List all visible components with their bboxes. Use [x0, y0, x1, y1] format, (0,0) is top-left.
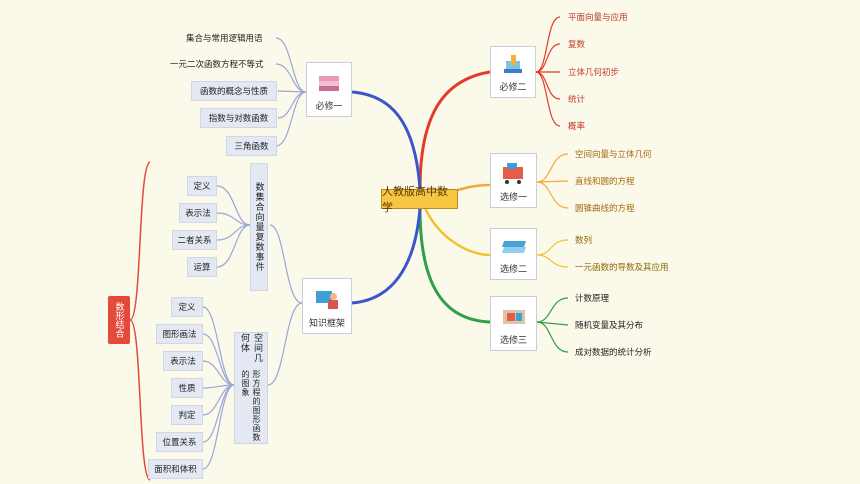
leaf-bixiu2-4[interactable]: 统计 — [568, 95, 586, 105]
teacher-icon — [314, 289, 340, 311]
leaf-g2-1[interactable]: 定义 — [171, 297, 203, 317]
leaf-bixiu1-1[interactable]: 集合与常用逻辑用语 — [186, 34, 263, 44]
books-icon — [500, 53, 526, 75]
node-zhishi[interactable]: 知识框架 — [302, 278, 352, 334]
node-xuanxiu3[interactable]: 选修三 — [490, 296, 537, 351]
side-label[interactable]: 数形结合 — [108, 296, 130, 344]
leaf-xuanxiu3-2[interactable]: 随机变量及其分布 — [575, 321, 644, 331]
leaf-label: 二者关系 — [177, 236, 212, 246]
leaf-g2-4[interactable]: 性质 — [171, 378, 203, 398]
leaf-label: 函数的概念与性质 — [199, 87, 268, 97]
books-icon — [316, 72, 342, 94]
shopping-icon — [501, 306, 527, 328]
leaf-label: 图形画法 — [162, 330, 197, 340]
leaf-g1-2[interactable]: 表示法 — [179, 203, 217, 223]
group-label-b: 形方程的图形函数的图象 — [241, 369, 261, 442]
node-label: 选修一 — [499, 193, 527, 203]
leaf-g2-3[interactable]: 表示法 — [163, 351, 203, 371]
leaf-g2-2[interactable]: 图形画法 — [156, 324, 203, 344]
node-label: 选修二 — [499, 265, 527, 275]
leaf-g1-4[interactable]: 运算 — [187, 257, 217, 277]
leaf-xuanxiu1-1[interactable]: 空间向量与立体几何 — [575, 150, 652, 160]
leaf-g2-5[interactable]: 判定 — [171, 405, 203, 425]
stacked-books-icon — [501, 235, 527, 257]
node-label: 知识框架 — [308, 319, 345, 329]
leaf-label: 表示法 — [185, 209, 211, 219]
leaf-bixiu2-1[interactable]: 平面向量与应用 — [568, 13, 628, 23]
leaf-xuanxiu3-1[interactable]: 计数原理 — [575, 294, 610, 304]
leaf-xuanxiu2-1[interactable]: 数列 — [575, 236, 593, 246]
cart-icon — [501, 163, 527, 185]
node-label: 选修三 — [499, 336, 527, 346]
leaf-g2-6[interactable]: 位置关系 — [156, 432, 203, 452]
leaf-bixiu1-5[interactable]: 三角函数 — [226, 136, 277, 156]
leaf-bixiu2-5[interactable]: 概率 — [568, 122, 586, 132]
leaf-label: 指数与对数函数 — [208, 114, 269, 124]
side-label-text: 数形结合 — [113, 302, 124, 338]
leaf-label: 位置关系 — [162, 438, 197, 448]
leaf-label: 面积和体积 — [154, 465, 197, 475]
leaf-label: 定义 — [193, 182, 211, 192]
node-xuanxiu2[interactable]: 选修二 — [490, 228, 537, 280]
leaf-xuanxiu1-3[interactable]: 圆锥曲线的方程 — [575, 204, 635, 214]
leaf-xuanxiu2-2[interactable]: 一元函数的导数及其应用 — [575, 263, 669, 273]
group-kongjian[interactable]: 空间几何体 形方程的图形函数的图象 — [234, 332, 268, 444]
leaf-label: 定义 — [178, 303, 196, 313]
leaf-bixiu2-2[interactable]: 复数 — [568, 40, 586, 50]
root-node[interactable]: 人教版高中数学 — [381, 185, 458, 214]
leaf-bixiu2-3[interactable]: 立体几何初步 — [568, 68, 620, 78]
leaf-bixiu1-4[interactable]: 指数与对数函数 — [200, 108, 277, 128]
root-label: 人教版高中数学 — [382, 185, 448, 214]
leaf-label: 性质 — [178, 384, 196, 394]
leaf-label: 表示法 — [170, 357, 196, 367]
node-label: 必修二 — [499, 83, 527, 93]
node-label: 必修一 — [315, 102, 343, 112]
node-bixiu2[interactable]: 必修二 — [490, 46, 536, 98]
group-label: 数集合向量复数事件 — [253, 182, 264, 272]
node-xuanxiu1[interactable]: 选修一 — [490, 153, 537, 208]
leaf-xuanxiu1-2[interactable]: 直线和圆的方程 — [575, 177, 635, 187]
leaf-label: 运算 — [193, 263, 211, 273]
leaf-bixiu1-2[interactable]: 一元二次函数方程不等式 — [170, 60, 264, 70]
leaf-xuanxiu3-3[interactable]: 成对数据的统计分析 — [575, 348, 652, 358]
node-bixiu1[interactable]: 必修一 — [306, 62, 352, 117]
leaf-g2-7[interactable]: 面积和体积 — [148, 459, 203, 479]
group-shuji[interactable]: 数集合向量复数事件 — [250, 163, 268, 291]
leaf-g1-3[interactable]: 二者关系 — [172, 230, 217, 250]
leaf-bixiu1-3[interactable]: 函数的概念与性质 — [191, 81, 277, 101]
group-label-a: 空间几何体 — [239, 333, 262, 363]
leaf-label: 判定 — [178, 411, 196, 421]
leaf-label: 三角函数 — [234, 142, 269, 152]
leaf-g1-1[interactable]: 定义 — [187, 176, 217, 196]
